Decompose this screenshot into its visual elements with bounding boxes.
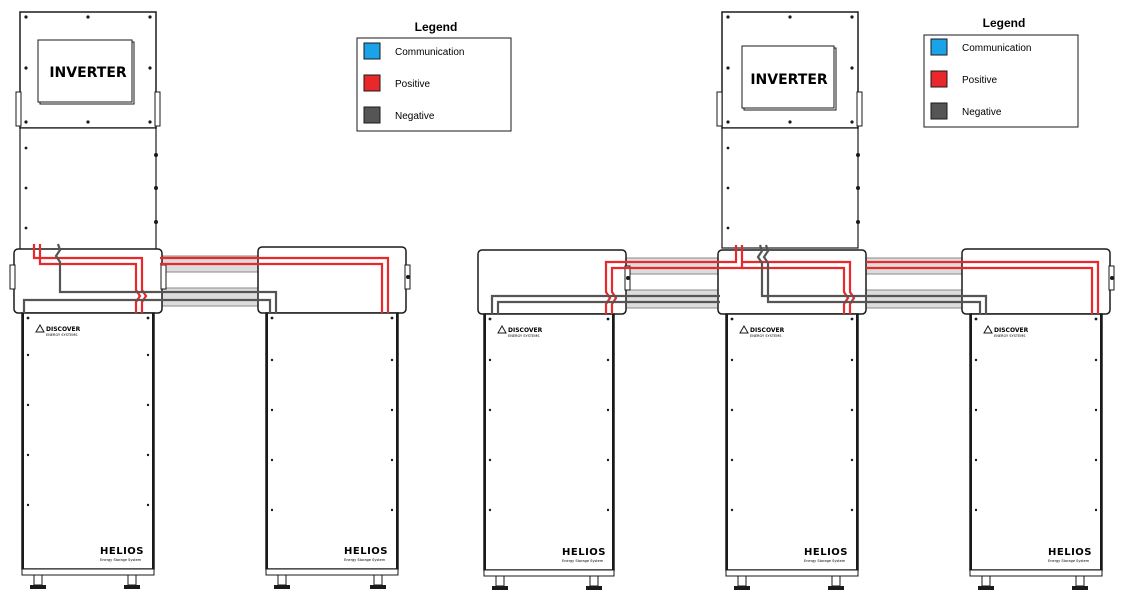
legend-right-communication-label: Communication — [962, 43, 1031, 54]
right-battery-a-brand-sub: ENERGY SYSTEMS — [508, 334, 540, 338]
legend-left-title: Legend — [415, 20, 458, 34]
left-positive-cables — [32, 244, 390, 313]
left-battery-1-model-sub: Energy Storage System — [100, 558, 142, 562]
left-diagram: INVERTER — [9, 11, 411, 589]
legend-right-communication-swatch — [930, 38, 948, 56]
right-inverter: INVERTER — [716, 11, 863, 129]
left-battery-1: DISCOVER ENERGY SYSTEMS HELIOS Energy St… — [9, 248, 167, 589]
legend-left-positive-swatch — [363, 74, 381, 92]
legend-right-title: Legend — [983, 16, 1026, 30]
right-inverter-label: INVERTER — [750, 72, 828, 88]
right-battery-b-brand: DISCOVER — [750, 327, 785, 334]
right-battery-c: DISCOVER ENERGY SYSTEMS HELIOS Energy St… — [961, 248, 1115, 590]
right-battery-c-brand-sub: ENERGY SYSTEMS — [994, 334, 1026, 338]
legend-left: Legend Communication Positive Negative — [356, 20, 512, 132]
left-battery-1-brand: DISCOVER — [46, 326, 81, 333]
legend-right-negative-swatch — [930, 102, 948, 120]
right-battery-c-brand: DISCOVER — [994, 327, 1029, 334]
legend-right-negative-label: Negative — [962, 107, 1002, 118]
legend-left-negative-label: Negative — [395, 111, 435, 122]
right-battery-b-model-sub: Energy Storage System — [804, 559, 846, 563]
legend-right: Legend Communication Positive Negative — [923, 16, 1079, 128]
right-diagram: INVERTER — [477, 11, 1115, 590]
legend-right-positive-label: Positive — [962, 75, 997, 86]
right-mounting-panel — [721, 127, 860, 249]
left-negative-cables — [22, 243, 278, 313]
legend-right-positive-swatch — [930, 70, 948, 88]
right-negative-cables — [490, 244, 988, 314]
right-battery-b: DISCOVER ENERGY SYSTEMS HELIOS Energy St… — [717, 249, 867, 590]
right-battery-a: DISCOVER ENERGY SYSTEMS HELIOS Energy St… — [477, 249, 631, 590]
legend-left-communication-label: Communication — [395, 47, 464, 58]
left-battery-2-model: HELIOS — [344, 546, 388, 557]
right-battery-a-model-sub: Energy Storage System — [562, 559, 604, 563]
left-inverter-label: INVERTER — [49, 65, 127, 81]
right-battery-b-model: HELIOS — [804, 547, 848, 558]
legend-left-communication-swatch — [363, 42, 381, 60]
legend-left-positive-label: Positive — [395, 79, 430, 90]
left-mounting-panel — [19, 127, 158, 251]
legend-left-negative-swatch — [363, 106, 381, 124]
left-battery-2-model-sub: Energy Storage System — [344, 558, 386, 562]
left-battery-1-brand-sub: ENERGY SYSTEMS — [46, 333, 78, 337]
right-battery-a-brand: DISCOVER — [508, 327, 543, 334]
right-battery-a-model: HELIOS — [562, 547, 606, 558]
right-battery-b-brand-sub: ENERGY SYSTEMS — [750, 334, 782, 338]
right-battery-c-model-sub: Energy Storage System — [1048, 559, 1090, 563]
left-battery-1-model: HELIOS — [100, 546, 144, 557]
right-battery-c-model: HELIOS — [1048, 547, 1092, 558]
left-inverter: INVERTER — [15, 11, 161, 129]
